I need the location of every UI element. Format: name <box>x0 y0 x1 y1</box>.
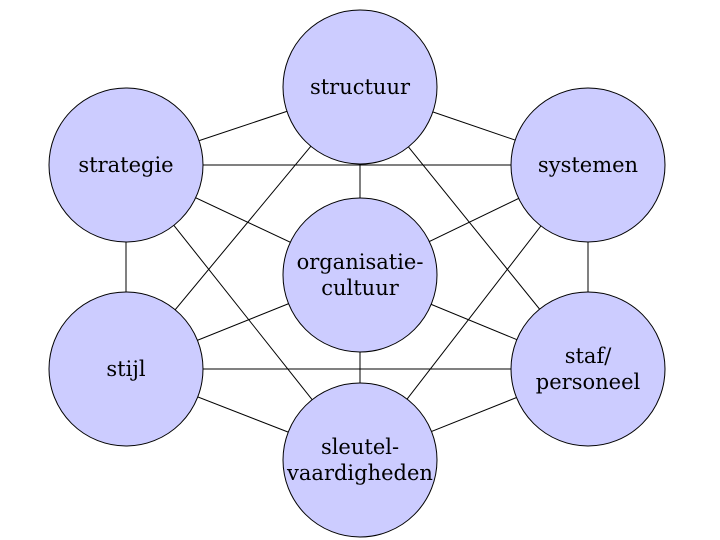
node-label-sleutel: vaardigheden <box>286 461 433 485</box>
node-cultuur: organisatie-cultuur <box>282 197 438 353</box>
node-label-staf: personeel <box>536 370 641 394</box>
node-label-cultuur: cultuur <box>321 276 399 300</box>
node-circle-sleutel <box>282 382 438 538</box>
node-label-stijl: stijl <box>106 357 145 381</box>
node-label-systemen: systemen <box>538 153 638 177</box>
node-structuur: structuur <box>282 9 438 165</box>
node-circle-strategie <box>48 87 204 243</box>
node-sleutel: sleutel-vaardigheden <box>282 382 438 538</box>
nodes: structuur strategie systemen organisatie-cu… <box>48 9 666 538</box>
node-label-sleutel: sleutel- <box>321 435 399 459</box>
node-systemen: systemen <box>510 87 666 243</box>
node-circle-cultuur <box>282 197 438 353</box>
node-label-structuur: structuur <box>310 75 411 99</box>
node-label-strategie: strategie <box>78 153 173 177</box>
node-staf: staf/personeel <box>510 291 666 447</box>
node-stijl: stijl <box>48 291 204 447</box>
node-circle-structuur <box>282 9 438 165</box>
node-circle-stijl <box>48 291 204 447</box>
node-label-staf: staf/ <box>565 344 613 368</box>
node-circle-systemen <box>510 87 666 243</box>
node-label-cultuur: organisatie- <box>297 250 424 274</box>
node-strategie: strategie <box>48 87 204 243</box>
node-circle-staf <box>510 291 666 447</box>
